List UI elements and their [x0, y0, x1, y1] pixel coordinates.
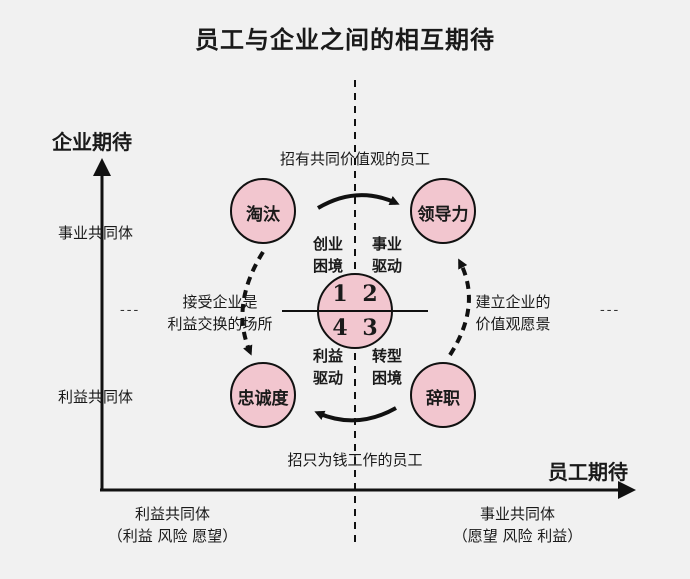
y-axis-lower-label: 利益共同体	[58, 388, 134, 406]
left-dash-marker: ---	[120, 302, 141, 318]
quadrant-1-number: 1	[332, 281, 348, 307]
x-axis-arrowhead	[618, 481, 636, 499]
x-left-line1: 利益共同体	[134, 505, 210, 523]
caption-left-line1: 接受企业是	[182, 293, 258, 311]
quadrant-4-number: 4	[332, 315, 348, 341]
x-right-line2: （愿望 风险 利益）	[452, 527, 583, 545]
drive-bottom-right-line1: 转型	[371, 347, 402, 365]
caption-top: 招有共同价值观的员工	[279, 150, 430, 168]
caption-left-line2: 利益交换的场所	[167, 315, 273, 333]
drive-bottom-right-line2: 困境	[371, 369, 402, 387]
caption-bottom: 招只为钱工作的员工	[287, 451, 423, 469]
drive-top-left-line2: 困境	[312, 257, 343, 275]
x-axis-left-label: 利益共同体 （利益 风险 愿望）	[0, 503, 345, 547]
y-axis-arrowhead	[93, 158, 111, 176]
node-bottom-right-circle	[410, 362, 476, 428]
node-top-right-label: 领导力	[417, 205, 469, 225]
cycle-arrow-bottom	[314, 406, 397, 423]
drive-top-right-line2: 驱动	[371, 257, 402, 275]
x-right-line1: 事业共同体	[479, 505, 555, 523]
drive-bottom-left: 利益 驱动	[303, 345, 353, 389]
node-bottom-left-circle	[230, 362, 296, 428]
drive-top-left-line1: 创业	[312, 235, 343, 253]
page-title: 员工与企业之间的相互期待	[195, 25, 495, 54]
y-axis-upper-label: 事业共同体	[58, 224, 134, 242]
caption-right: 建立企业的 价值观愿景	[448, 291, 578, 335]
x-left-line2: （利益 风险 愿望）	[107, 527, 238, 545]
caption-right-line2: 价值观愿景	[475, 315, 551, 333]
x-axis-title: 员工期待	[548, 460, 628, 484]
node-top-right-circle	[410, 178, 476, 244]
drive-bottom-left-line1: 利益	[312, 347, 343, 365]
x-axis-right-label: 事业共同体 （愿望 风险 利益）	[345, 503, 690, 547]
quadrant-2-number: 2	[362, 281, 378, 307]
y-axis-title: 企业期待	[52, 130, 132, 154]
drive-top-left: 创业 困境	[303, 233, 353, 277]
node-bottom-left-label: 忠诚度	[237, 389, 289, 409]
drive-bottom-right: 转型 困境	[362, 345, 412, 389]
drive-bottom-left-line2: 驱动	[312, 369, 343, 387]
cycle-arrow-top	[316, 193, 400, 210]
node-top-left-label: 淘汰	[246, 205, 280, 225]
node-bottom-right-label: 辞职	[426, 389, 460, 409]
right-dash-marker: ---	[600, 302, 621, 318]
node-top-left-circle	[230, 178, 296, 244]
caption-left: 接受企业是 利益交换的场所	[150, 291, 290, 335]
drive-top-right: 事业 驱动	[362, 233, 412, 277]
caption-right-line1: 建立企业的	[475, 293, 551, 311]
cycle-arrow-right	[448, 258, 471, 357]
quadrant-3-number: 3	[362, 315, 378, 341]
drive-top-right-line1: 事业	[371, 235, 402, 253]
